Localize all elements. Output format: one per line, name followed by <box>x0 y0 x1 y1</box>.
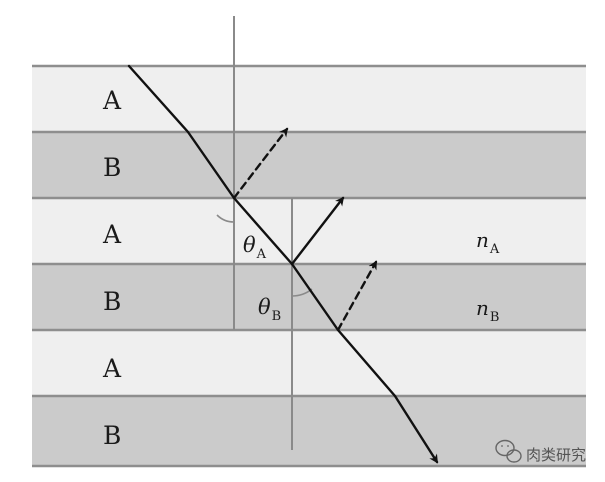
wechat-icon <box>495 439 522 463</box>
angle-arc-b <box>291 288 313 297</box>
layer-label: B <box>103 153 121 182</box>
index-label-b: nB <box>476 296 499 325</box>
layer-a-band <box>32 198 586 264</box>
layer-label: A <box>102 86 122 115</box>
interfaces <box>32 64 586 468</box>
watermark-text: 肉类研究 <box>526 446 586 464</box>
angle-arcs <box>216 214 313 297</box>
layer-b-band <box>32 396 586 466</box>
layer-label: B <box>103 287 121 316</box>
light-ray <box>127 64 439 464</box>
index-label-a: nA <box>476 228 500 257</box>
layer-b-band <box>32 132 586 198</box>
layer-label: A <box>102 220 122 249</box>
layer-stack <box>32 66 586 466</box>
layer-a-band <box>32 66 586 132</box>
angle-label-a: θA <box>243 233 267 262</box>
reflected-ray-dashed-1 <box>232 127 289 200</box>
layer-labels: A B A B A B <box>102 86 122 450</box>
layer-a-band <box>32 330 586 396</box>
reflected-ray-dashed-2 <box>336 260 378 332</box>
reflected-ray-solid <box>290 196 345 266</box>
layer-label: A <box>102 354 122 383</box>
normals <box>233 16 293 450</box>
layer-b-band <box>32 264 586 330</box>
layer-label: B <box>103 421 121 450</box>
angle-arc-a <box>216 214 235 223</box>
watermark: 肉类研究 <box>495 439 586 464</box>
angle-label-b: θB <box>258 295 281 324</box>
